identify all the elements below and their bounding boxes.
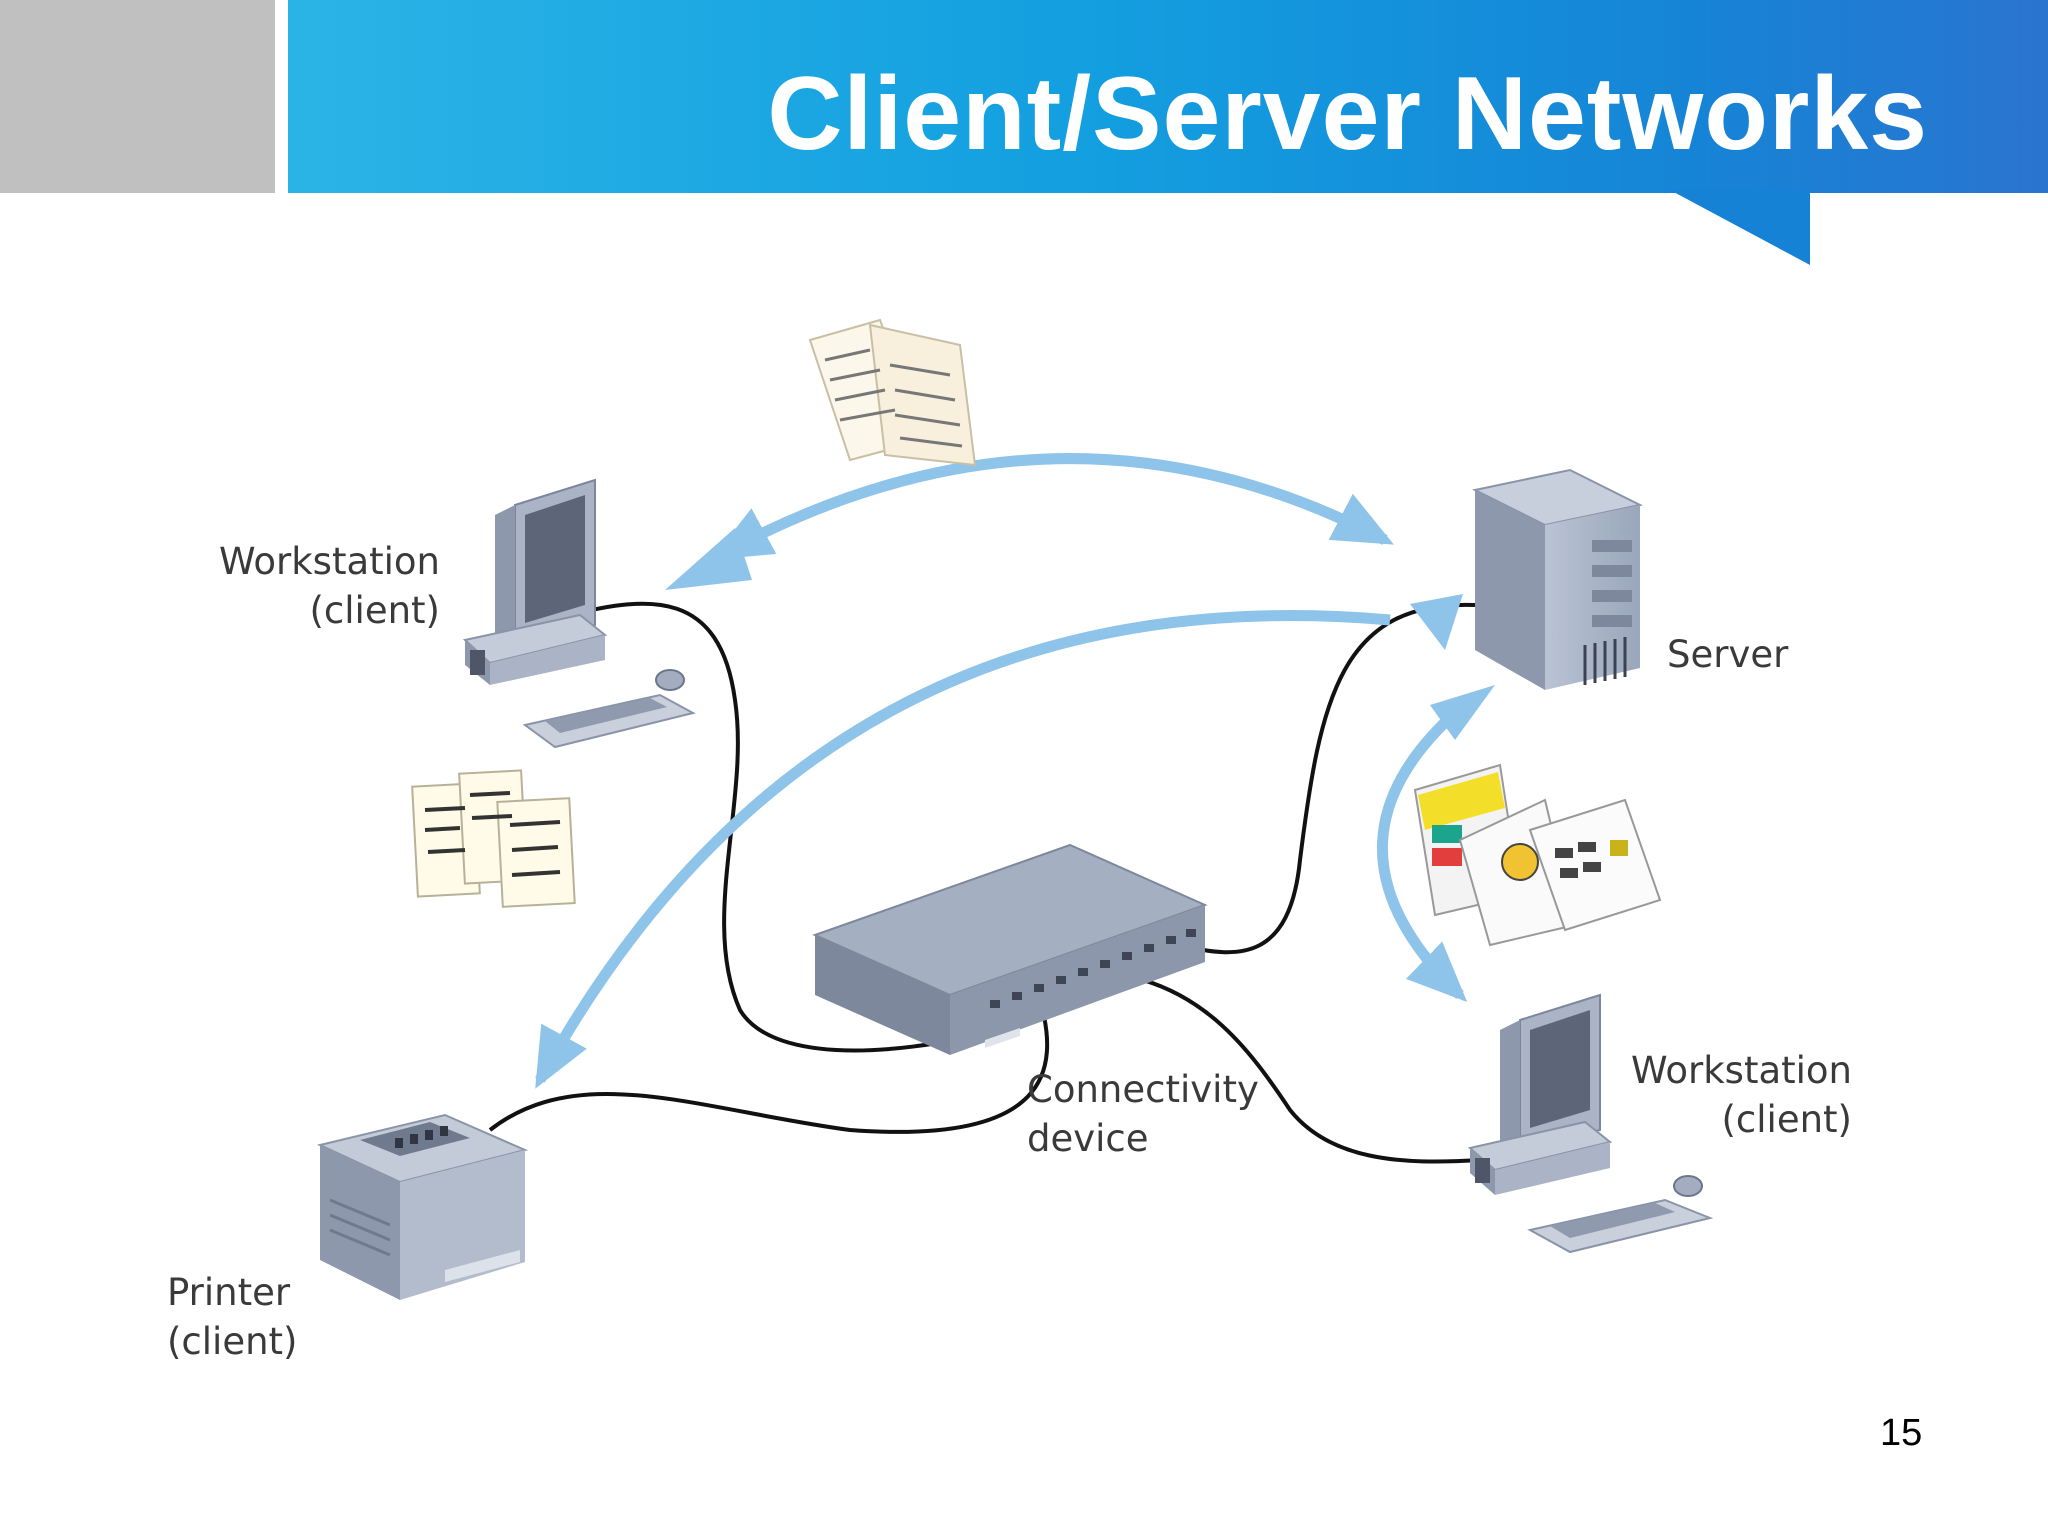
label-server: Server (1667, 630, 1788, 679)
label-workstation-bottom-line2: (client) (1721, 1098, 1853, 1141)
workstation-bottom-icon (1467, 993, 1714, 1254)
cable-server (1179, 602, 1476, 955)
arrow-heads-start (665, 528, 1495, 740)
label-printer-line1: Printer (167, 1271, 291, 1314)
workstation-top-icon (462, 478, 696, 749)
title-band (288, 0, 2048, 193)
arrow-workstation-server (717, 453, 1394, 560)
label-connectivity-device: Connectivity device (1027, 1065, 1259, 1163)
documents-top-icon (808, 318, 977, 467)
arrow-server-workstation-bottom (1377, 695, 1474, 1002)
data-flow-arrows (535, 453, 1474, 1089)
cable-workstation-top (569, 601, 1001, 1053)
cable-printer (488, 999, 1050, 1134)
connectivity-device-icon (812, 843, 1208, 1055)
label-printer: Printer (client) (167, 1268, 298, 1366)
arrow-printer-server (535, 610, 1391, 1089)
header-gray-block (0, 0, 275, 193)
label-connectivity-line2: device (1027, 1117, 1149, 1160)
documents-right-icon (1413, 763, 1662, 947)
label-workstation-top-line2: (client) (309, 589, 441, 632)
label-connectivity-line1: Connectivity (1027, 1068, 1259, 1111)
slide-title: Client/Server Networks (767, 56, 1928, 172)
label-workstation-top: Workstation (client) (200, 537, 440, 635)
documents-left-icon (411, 769, 576, 908)
printer-icon (316, 1113, 529, 1300)
label-printer-line2: (client) (167, 1320, 298, 1363)
title-band-tab (1670, 190, 1810, 265)
network-cables (488, 601, 1481, 1164)
label-workstation-bottom: Workstation (client) (1612, 1046, 1852, 1144)
label-workstation-bottom-line1: Workstation (1630, 1049, 1852, 1092)
label-server-text: Server (1667, 633, 1789, 676)
page-number: 15 (1880, 1412, 1923, 1454)
server-icon (1471, 468, 1644, 690)
cable-workstation-bottom (1099, 970, 1481, 1164)
label-workstation-top-line1: Workstation (218, 540, 440, 583)
